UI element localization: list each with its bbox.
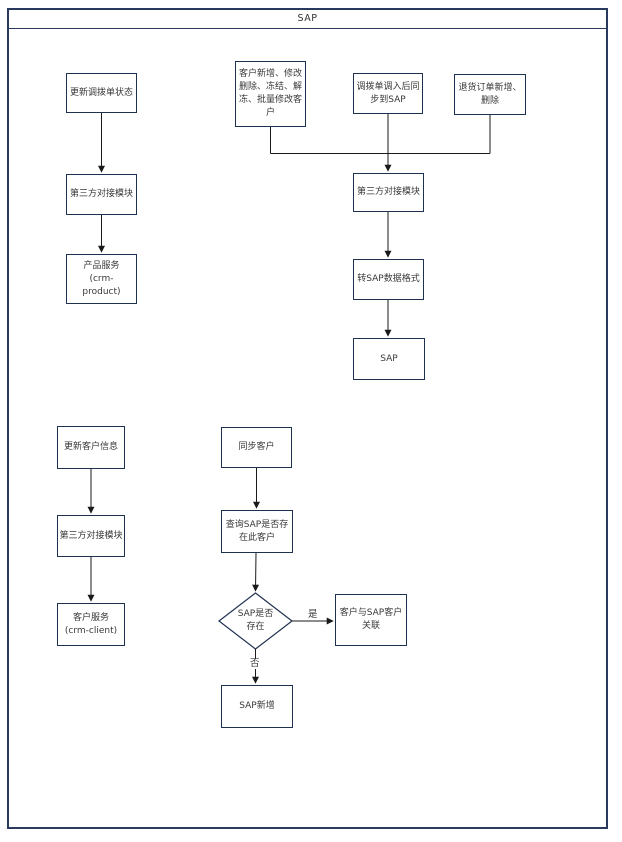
node-label: 退货订单新增、 删除 <box>458 82 522 106</box>
swimlane-header: SAP <box>7 8 608 29</box>
node-return-order: 退货订单新增、 删除 <box>454 74 526 115</box>
edge-label-yes: 是 <box>308 609 318 620</box>
node-label: 第三方对接模块 <box>59 530 123 541</box>
node-label: 第三方对接模块 <box>69 189 133 199</box>
node-client-service: 客户服务 (crm-client) <box>57 603 125 646</box>
node-label: 调拨单调入后同 步到SAP <box>356 81 420 105</box>
node-customer-ops: 客户新增、修改 删除、冻结、解 冻、批量修改客 户 <box>235 61 306 127</box>
node-sap-system: SAP <box>353 338 425 380</box>
node-label: 更新调拨单状态 <box>69 87 133 98</box>
node-sync-customer: 同步客户 <box>221 427 292 468</box>
node-update-transfer-status: 更新调拨单状态 <box>66 73 137 113</box>
node-label: 更新客户信息 <box>63 442 118 452</box>
node-link-customer: 客户与SAP客户 关联 <box>335 594 407 646</box>
node-third-party-module-bottom: 第三方对接模块 <box>57 515 125 557</box>
node-label: 查询SAP是否存 在此客户 <box>225 519 289 543</box>
node-label: SAP是否 存在 <box>237 609 274 632</box>
node-label: 客户与SAP客户 关联 <box>339 608 403 631</box>
node-sap-exists-decision: SAP是否 存在 <box>222 603 289 639</box>
node-label: 第三方对接模块 <box>356 187 420 197</box>
node-label: 同步客户 <box>238 442 275 452</box>
node-transfer-sync: 调拨单调入后同 步到SAP <box>353 73 423 114</box>
node-product-service: 产品服务 (crm- product) <box>66 254 137 304</box>
node-label: SAP新增 <box>239 701 275 711</box>
node-label: SAP <box>380 353 398 364</box>
edge-query-to-decision <box>252 552 260 592</box>
node-sap-create: SAP新增 <box>221 685 293 728</box>
swimlane-title: SAP <box>297 12 318 24</box>
node-third-party-module-left: 第三方对接模块 <box>66 174 137 215</box>
page-frame <box>7 8 608 829</box>
edge-label-no: 否 <box>249 658 261 669</box>
node-label: 客户新增、修改 删除、冻结、解 冻、批量修改客 户 <box>238 69 302 118</box>
node-third-party-module-mid: 第三方对接模块 <box>353 173 424 212</box>
node-label: 客户服务 (crm-client) <box>64 612 118 636</box>
node-label: 产品服务 (crm- product) <box>82 260 121 297</box>
node-query-sap-exists: 查询SAP是否存 在此客户 <box>221 510 293 553</box>
node-convert-sap-format: 转SAP数据格式 <box>353 259 424 300</box>
node-label: 转SAP数据格式 <box>357 274 420 284</box>
node-update-customer-info: 更新客户信息 <box>57 426 125 469</box>
